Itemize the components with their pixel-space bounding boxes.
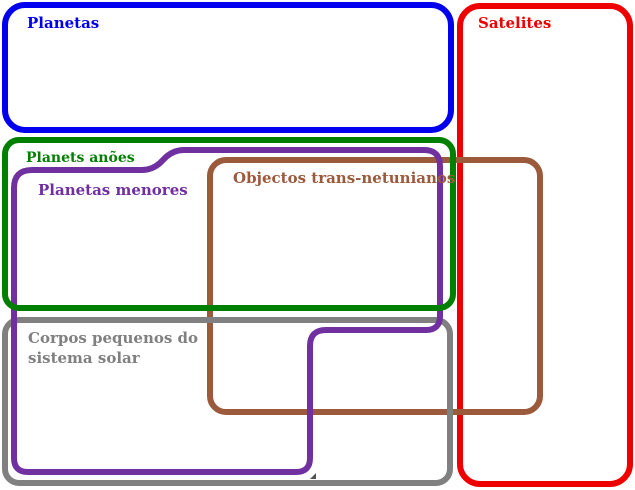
planetas-anoes-set-outline: [2, 137, 456, 311]
trans-netunianos-set-outline: [207, 157, 543, 415]
corpos-pequenos-set-outline: [2, 317, 453, 486]
trans-netunianos-label: Objectos trans-netunianos: [233, 169, 455, 187]
corner-marker-icon: [310, 473, 316, 479]
satelites-set-outline: [457, 3, 633, 487]
planetas-menores-set-outline: [11, 147, 443, 475]
corpos-pequenos-label-line-2: sistema solar: [28, 349, 141, 367]
planetas-set-outline: [2, 2, 454, 133]
planetas-anoes-label: Planets anões: [26, 149, 135, 166]
corpos-pequenos-label-line-1: Corpos pequenos do: [28, 329, 198, 347]
planetas-menores-label: Planetas menores: [38, 181, 188, 199]
planetas-label: Planetas: [27, 14, 99, 32]
satelites-label: Satelites: [478, 14, 551, 32]
